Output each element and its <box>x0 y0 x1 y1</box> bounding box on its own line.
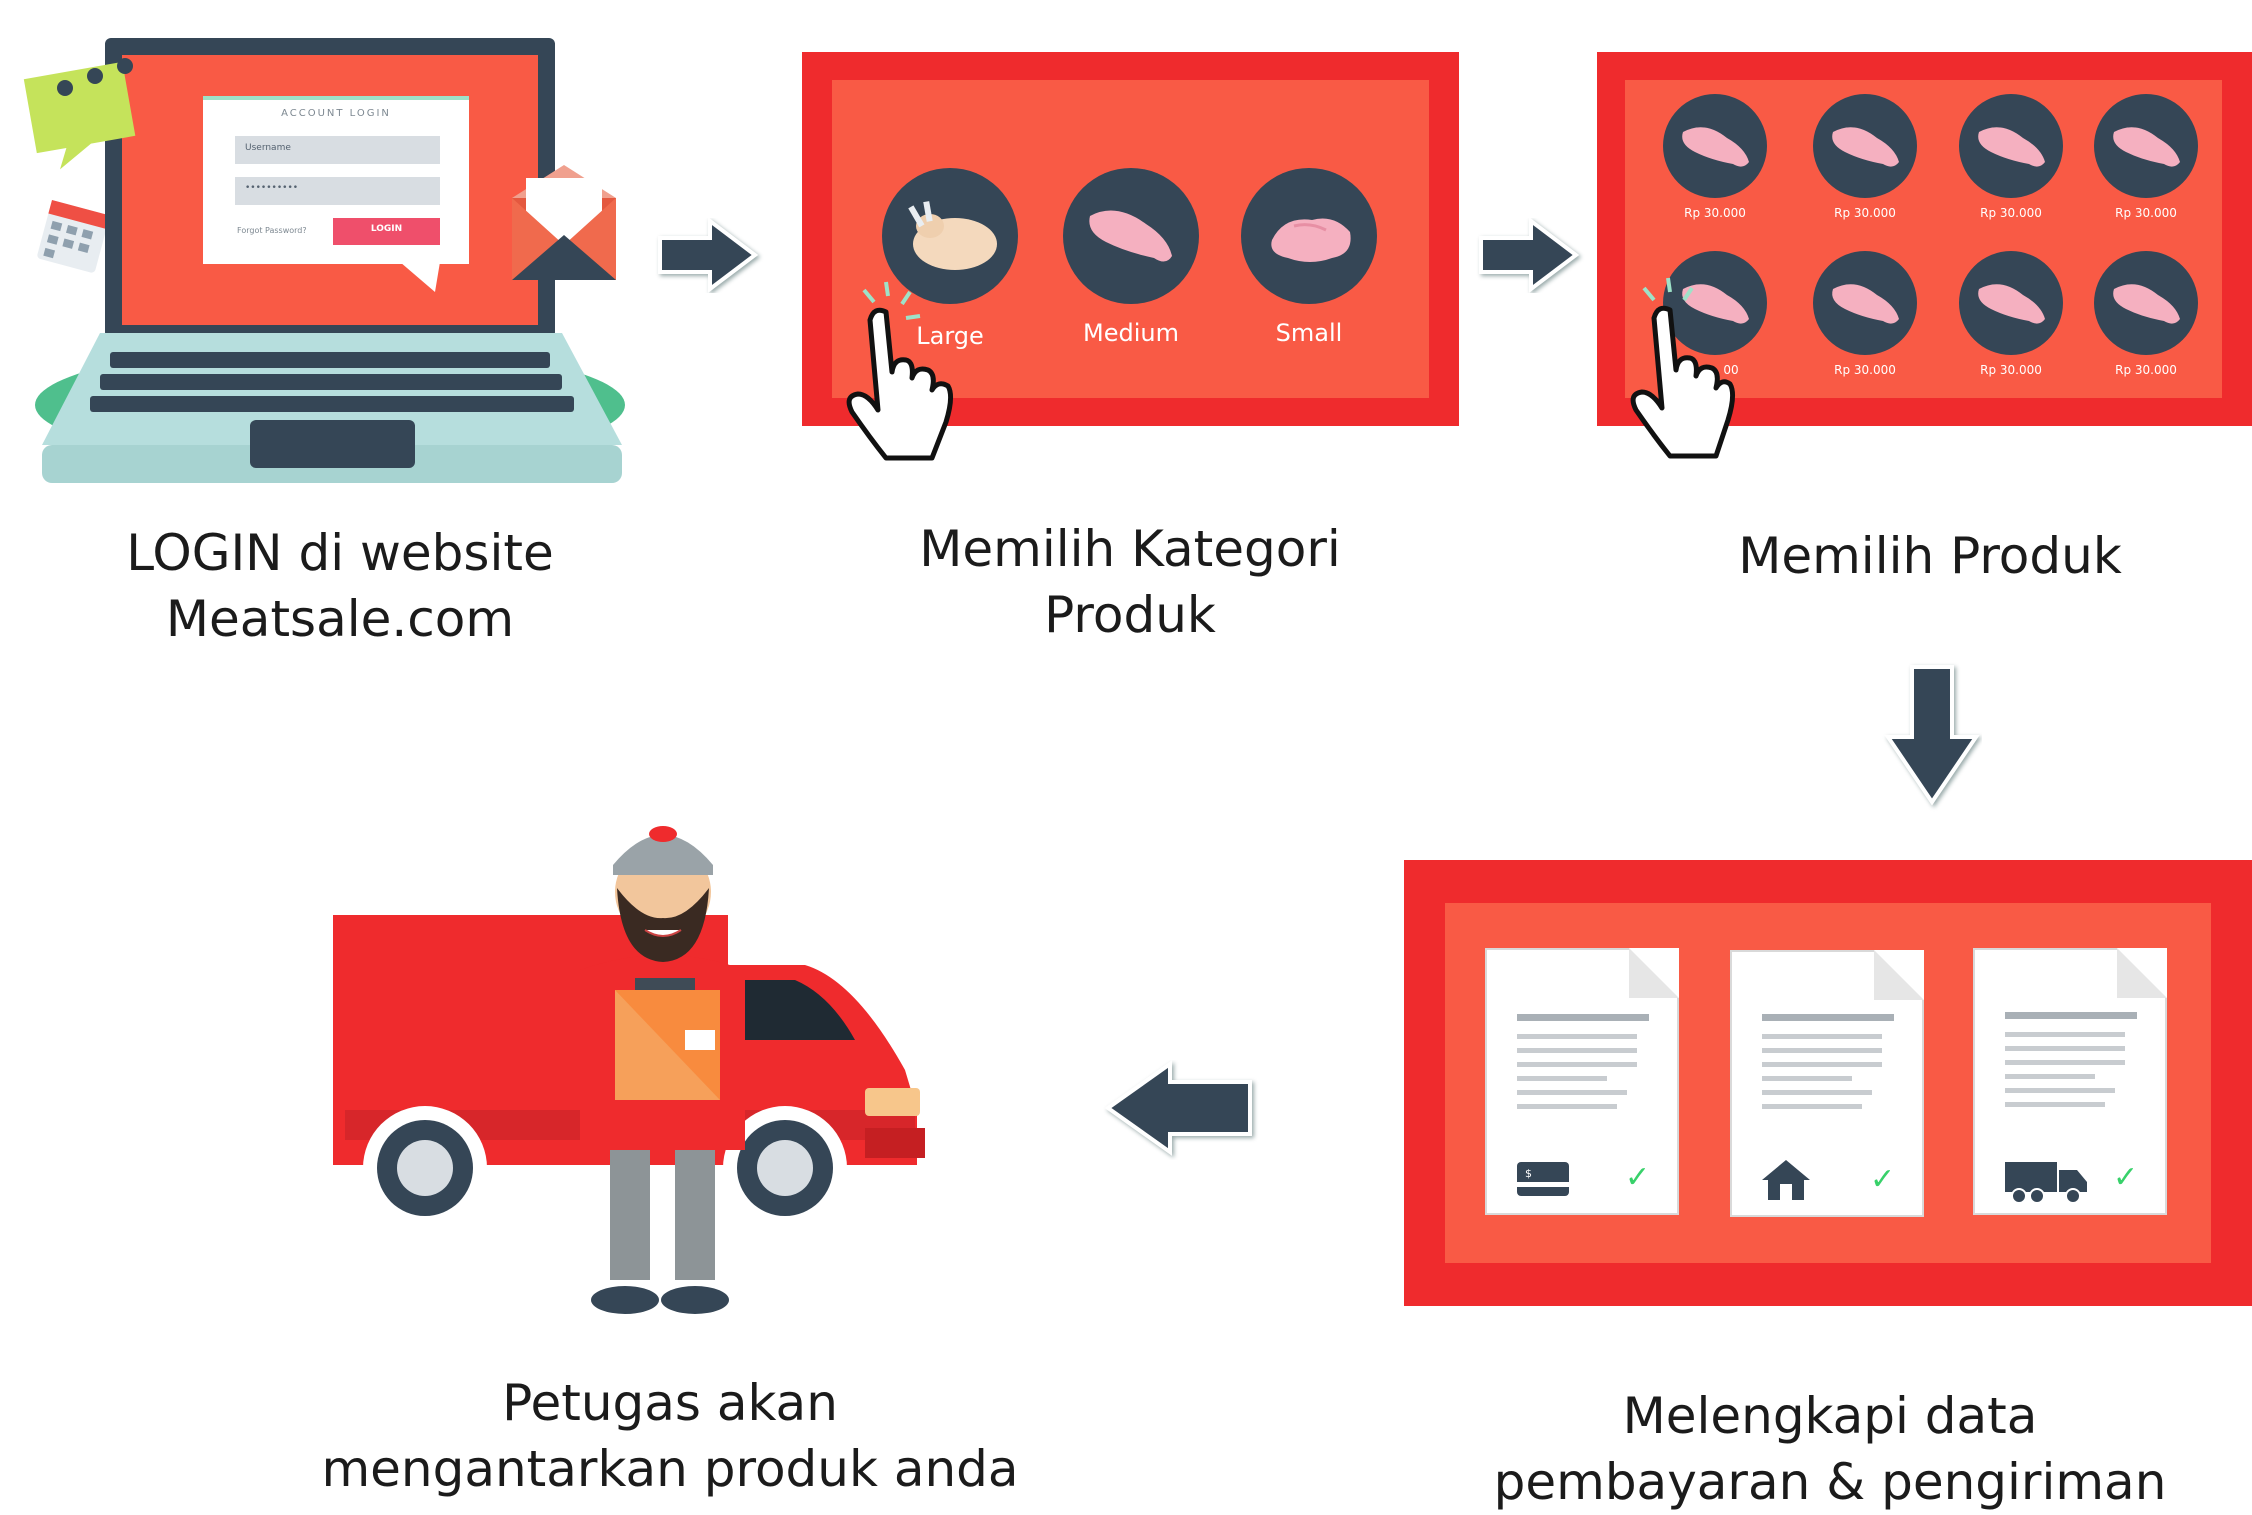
product-item[interactable] <box>1959 251 2063 355</box>
product-item[interactable] <box>1663 251 1767 355</box>
arrow-right-icon <box>1479 218 1580 293</box>
category-medium-option[interactable] <box>1063 168 1199 304</box>
product-price: Rp 30.000 <box>1980 206 2042 220</box>
checkout-caption: Melengkapi data pembayaran & pengiriman <box>1493 1387 2167 1511</box>
product-price: Rp 30.000 <box>2115 363 2177 377</box>
pointer-hand-icon <box>1630 277 1736 459</box>
category-label-large: Large <box>916 322 984 350</box>
chicken-thigh-icon <box>1978 127 2045 167</box>
login-caption: LOGIN di website Meatsale.com <box>126 524 554 648</box>
product-price: Rp 30.000 <box>1684 206 1746 220</box>
svg-text:$: $ <box>1525 1167 1532 1180</box>
category-label-small: Small <box>1275 319 1343 347</box>
chicken-thigh-icon <box>2113 284 2180 324</box>
category-caption: Memilih Kategori Produk <box>919 520 1341 644</box>
arrow-right-icon <box>658 218 759 293</box>
forgot-password-link[interactable]: Forgot Password? <box>237 226 307 235</box>
delivery-van-illustration <box>333 826 925 1314</box>
shipping-document: ✓ <box>1975 948 2167 1213</box>
chicken-thigh-icon <box>1089 210 1172 262</box>
check-icon: ✓ <box>2113 1160 2139 1195</box>
chicken-thigh-icon <box>1682 284 1749 324</box>
arrow-left-icon <box>1104 1060 1252 1156</box>
product-price: Rp 30.000 <box>1980 363 2042 377</box>
truck-icon <box>2005 1162 2087 1204</box>
product-price: 00 <box>1723 363 1739 377</box>
product-price: Rp 30.000 <box>2115 206 2177 220</box>
check-icon: ✓ <box>1625 1160 1651 1195</box>
chicken-thigh-icon <box>1832 284 1899 324</box>
login-button[interactable]: LOGIN <box>370 224 403 234</box>
delivery-caption: Petugas akan mengantarkan produk anda <box>321 1374 1019 1498</box>
arrow-down-icon <box>1884 665 1980 806</box>
whole-chicken-icon <box>908 201 997 270</box>
username-field[interactable]: Username <box>245 143 291 153</box>
product-price: Rp 30.000 <box>1834 206 1896 220</box>
product-item[interactable] <box>1663 94 1767 198</box>
card-icon: $ <box>1517 1162 1569 1196</box>
check-icon: ✓ <box>1870 1162 1896 1197</box>
chicken-thigh-icon <box>2113 127 2180 167</box>
product-item[interactable] <box>1959 94 2063 198</box>
category-small-option[interactable] <box>1241 168 1377 304</box>
category-label-medium: Medium <box>1083 319 1179 347</box>
product-item[interactable] <box>1813 94 1917 198</box>
chicken-thigh-icon <box>1978 284 2045 324</box>
product-item[interactable] <box>1813 251 1917 355</box>
category-large-option[interactable] <box>882 168 1018 304</box>
house-icon <box>1762 1160 1810 1200</box>
laptop-illustration <box>23 38 625 483</box>
address-document: ✓ <box>1732 950 1924 1215</box>
payment-document: $ ✓ <box>1487 948 1679 1213</box>
product-caption: Memilih Produk <box>1738 527 2122 585</box>
chicken-thigh-icon <box>1832 127 1899 167</box>
chicken-thigh-icon <box>1682 127 1749 167</box>
password-field[interactable]: •••••••••• <box>245 183 299 193</box>
chicken-cuts-icon <box>1271 218 1351 262</box>
pointer-hand-icon <box>846 281 954 461</box>
login-form-title: ACCOUNT LOGIN <box>281 108 391 119</box>
product-item[interactable] <box>2094 251 2198 355</box>
product-item[interactable] <box>2094 94 2198 198</box>
product-price: Rp 30.000 <box>1834 363 1896 377</box>
